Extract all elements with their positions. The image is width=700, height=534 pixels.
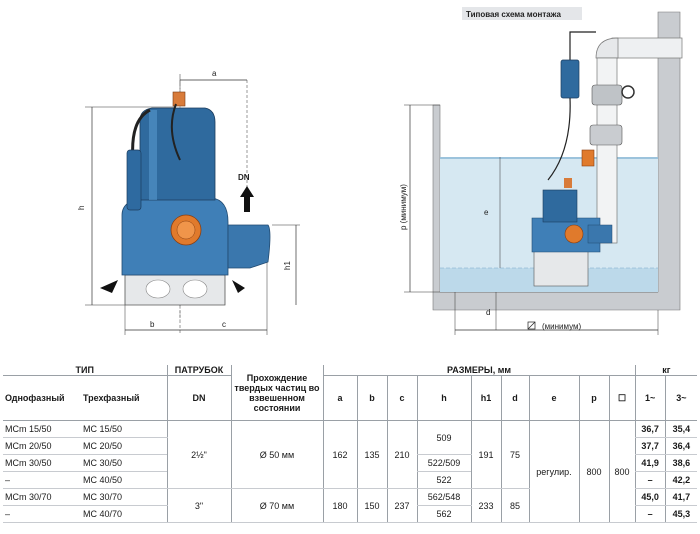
cell-three: MC 20/50 [81, 437, 167, 455]
header-p: p [578, 375, 609, 421]
header-kg-3ph: 3~ [664, 375, 698, 421]
scheme-title: Типовая схема монтажа [466, 10, 561, 19]
header-passage: Прохождение твердых частиц во взвешенном… [230, 365, 323, 421]
cell-h-50-top: 509 [416, 420, 471, 455]
header-outlet: ПАТРУБОК [166, 365, 231, 376]
cell-h-70-top: 562/548 [416, 488, 471, 506]
header-e: e [528, 375, 579, 421]
cell-kg3: 42,2 [664, 471, 698, 489]
table-row: – MC 40/70 562 – 45,3 [3, 505, 698, 523]
header-single-phase: Однофазный [3, 375, 81, 421]
cell-kg1: 45,0 [634, 488, 666, 506]
table-row: MCm 30/70 MC 30/70 3" Ø 70 мм 180 150 23… [3, 488, 698, 523]
cell-kg1: 41,9 [634, 454, 666, 472]
header-type: ТИП [3, 365, 167, 376]
header-kg-1ph: 1~ [634, 375, 666, 421]
dim-label-h1: h1 [283, 261, 292, 270]
cell-kg3: 38,6 [664, 454, 698, 472]
header-dn: DN [166, 375, 231, 421]
cell-h1-70: 233 [470, 488, 501, 523]
header-kg: кг [634, 365, 698, 376]
cell-three: MC 15/50 [81, 420, 167, 438]
cell-dn-50: 2½" [166, 420, 231, 489]
cell-three: MC 40/70 [81, 505, 167, 523]
dim-label-b: b [150, 320, 155, 329]
dim-label-dn: DN [238, 173, 250, 182]
pump-dimension-drawing: DN a h h1 b c [77, 69, 300, 335]
installation-drawing: DN a h h1 b c Типовая схема монтажа [77, 7, 683, 335]
cell-h-50-mid: 522/509 [416, 454, 471, 472]
header-h1: h1 [470, 375, 501, 421]
cell-single: MCm 30/70 [3, 488, 81, 506]
header-d: d [500, 375, 529, 421]
cell-square: 800 [608, 420, 636, 523]
header-three-phase: Трехфазный [81, 375, 167, 421]
cell-p: 800 [578, 420, 609, 523]
dim-label-p: p (минимум) [399, 184, 408, 230]
table-row: MCm 20/50 MC 20/50 37,7 36,4 [3, 437, 698, 455]
table-row: – MC 40/50 522 – 42,2 [3, 471, 698, 489]
cell-kg1: 37,7 [634, 437, 666, 455]
cell-h-70-bot: 562 [416, 505, 471, 523]
cell-single: – [3, 505, 81, 523]
header-square: ☐ [608, 375, 636, 421]
header-c: c [386, 375, 417, 421]
dim-label-h: h [77, 206, 86, 210]
cell-kg3: 41,7 [664, 488, 698, 506]
table-row: MCm 15/50 MC 15/50 2½" Ø 50 мм 162 135 2… [3, 420, 698, 523]
cell-three: MC 40/50 [81, 471, 167, 489]
cell-passage-50: Ø 50 мм [230, 420, 323, 489]
cell-single: MCm 30/50 [3, 454, 81, 472]
cell-dn-70: 3" [166, 488, 231, 523]
cell-e: регулир. [528, 420, 579, 523]
cell-passage-70: Ø 70 мм [230, 488, 323, 523]
dim-label-a: a [212, 69, 217, 78]
cell-single: MCm 20/50 [3, 437, 81, 455]
table-row: MCm 30/50 MC 30/50 522/509 41,9 38,6 [3, 454, 698, 472]
cell-single: MCm 15/50 [3, 420, 81, 438]
cell-three: MC 30/50 [81, 454, 167, 472]
cell-h1-50: 191 [470, 420, 501, 489]
cell-a-70: 180 [322, 488, 357, 523]
dim-label-e: e [484, 208, 489, 217]
cell-three: MC 30/70 [81, 488, 167, 506]
cell-kg3: 45,3 [664, 505, 698, 523]
cell-kg3: 35,4 [664, 420, 698, 438]
cell-d-70: 85 [500, 488, 529, 523]
header-b: b [356, 375, 387, 421]
header-h: h [416, 375, 471, 421]
cell-c-70: 237 [386, 488, 417, 523]
cell-c-50: 210 [386, 420, 417, 489]
cell-kg3: 36,4 [664, 437, 698, 455]
dim-label-c: c [222, 320, 226, 329]
cell-single: – [3, 471, 81, 489]
cell-b-50: 135 [356, 420, 387, 489]
spec-table: ТИП ПАТРУБОК Прохождение твердых частиц … [3, 365, 698, 523]
header-dims: РАЗМЕРЫ, мм [322, 365, 636, 376]
cell-d-50: 75 [500, 420, 529, 489]
cell-h-50-bot: 522 [416, 471, 471, 489]
cell-kg1: – [634, 471, 666, 489]
header-a: a [322, 375, 357, 421]
cell-b-70: 150 [356, 488, 387, 523]
cell-a-50: 162 [322, 420, 357, 489]
installation-scheme: Типовая схема монтажа p (м [399, 7, 683, 335]
dim-label-d: d [486, 308, 490, 317]
cell-kg1: 36,7 [634, 420, 666, 438]
cell-kg1: – [634, 505, 666, 523]
dim-label-min: (минимум) [542, 322, 582, 331]
